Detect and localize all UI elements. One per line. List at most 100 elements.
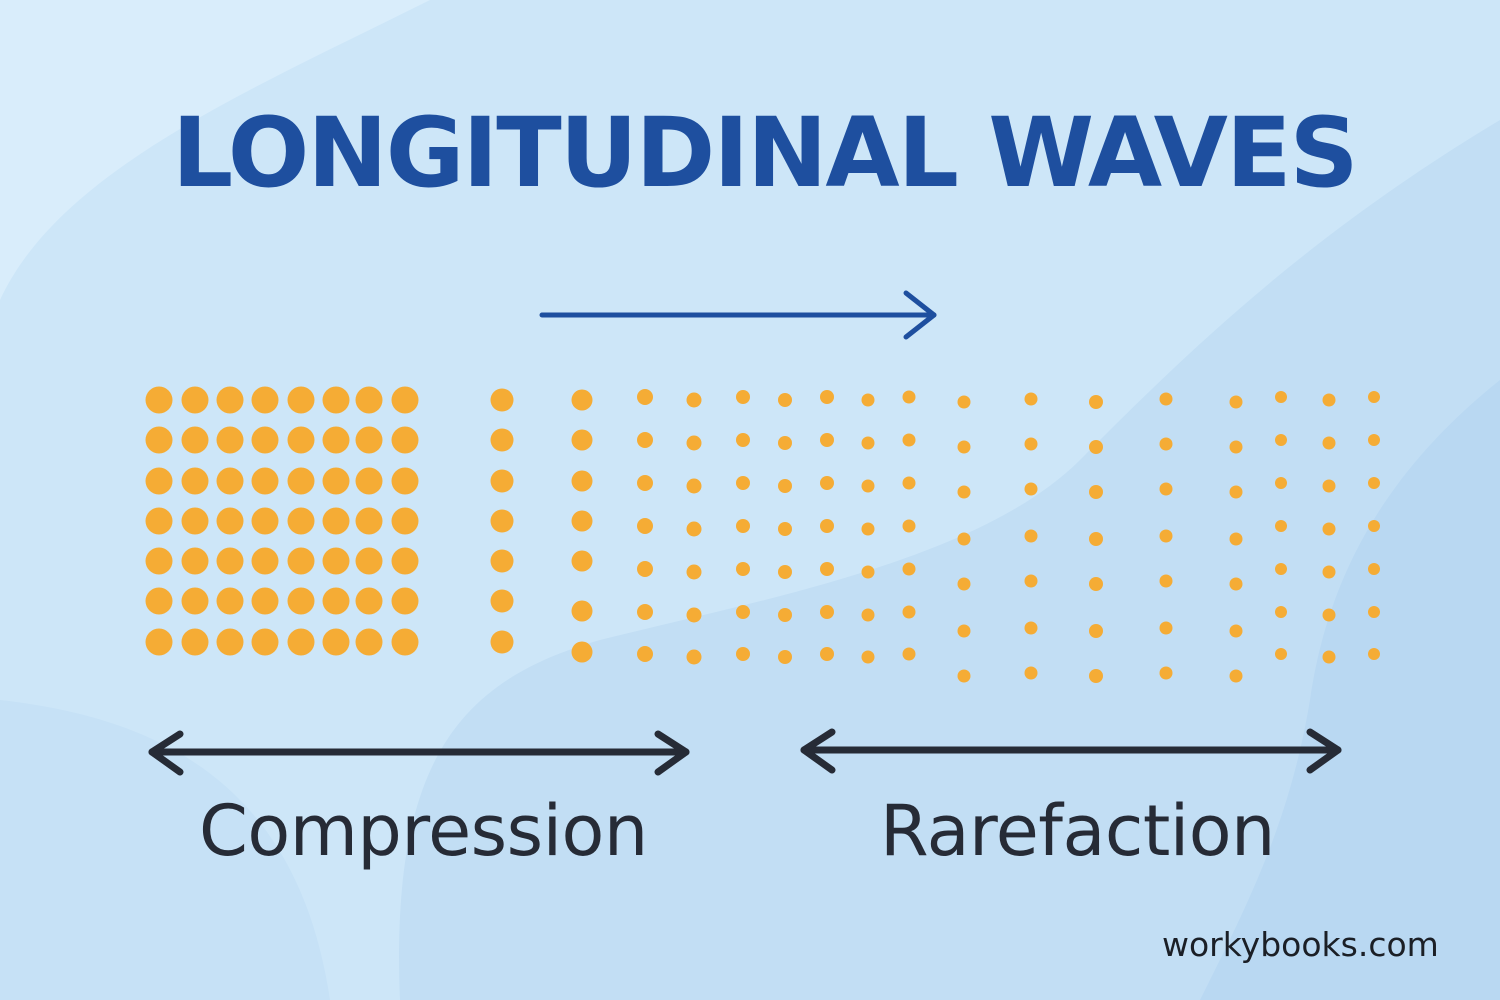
particle-dot (391, 467, 419, 495)
particle-dot (355, 507, 383, 535)
particle-dot (686, 564, 702, 580)
particle-dot (1229, 532, 1243, 546)
particle-dot (1024, 392, 1038, 406)
particle-dot (571, 641, 593, 663)
particle-dot (1322, 522, 1336, 536)
particle-dot (490, 549, 514, 573)
particle-dot (957, 485, 971, 499)
particle-dot (571, 550, 593, 572)
particle-dot (1089, 624, 1103, 638)
particle-dot (861, 522, 875, 536)
particle-dot (957, 624, 971, 638)
particle-dot (1368, 563, 1380, 575)
particle-dot (736, 562, 750, 576)
particle-dot (391, 547, 419, 575)
background-wave-corner (1200, 380, 1500, 1000)
particle-dot (736, 433, 750, 447)
particle-dot (1159, 621, 1173, 635)
particle-dot (391, 507, 419, 535)
particle-dot (736, 647, 750, 661)
particle-dot (355, 386, 383, 414)
particle-dot (322, 426, 350, 454)
particle-dot (145, 587, 173, 615)
particle-dot (287, 587, 315, 615)
particle-dot (1024, 666, 1038, 680)
particle-dot (1159, 482, 1173, 496)
particle-dot (637, 432, 653, 448)
particle-dot (1275, 563, 1287, 575)
background-wave-low (0, 700, 330, 1000)
particle-dot (902, 605, 916, 619)
particle-dot (1024, 529, 1038, 543)
particle-dot (251, 628, 279, 656)
particle-dot (1024, 621, 1038, 635)
particle-dot (1275, 606, 1287, 618)
particle-dot (1159, 437, 1173, 451)
particle-field (145, 386, 1380, 683)
particle-dot (1368, 477, 1380, 489)
particle-dot (145, 628, 173, 656)
particle-dot (571, 510, 593, 532)
particle-dot (1089, 669, 1103, 683)
particle-dot (355, 587, 383, 615)
particle-dot (355, 547, 383, 575)
particle-dot (1322, 608, 1336, 622)
particle-dot (391, 386, 419, 414)
particle-dot (322, 467, 350, 495)
particle-dot (820, 476, 834, 490)
particle-dot (1024, 574, 1038, 588)
compression-label: Compression (199, 790, 648, 872)
particle-dot (686, 435, 702, 451)
particle-dot (322, 547, 350, 575)
particle-dot (820, 519, 834, 533)
particle-dot (571, 429, 593, 451)
particle-dot (490, 509, 514, 533)
particle-dot (637, 604, 653, 620)
particle-dot (820, 390, 834, 404)
particle-dot (902, 519, 916, 533)
background-wave-light (0, 0, 430, 300)
compression-span-arrow-icon (148, 730, 690, 776)
particle-dot (902, 476, 916, 490)
particle-dot (1322, 565, 1336, 579)
particle-dot (145, 547, 173, 575)
particle-dot (1229, 577, 1243, 591)
particle-dot (391, 426, 419, 454)
particle-dot (1159, 574, 1173, 588)
particle-dot (1322, 436, 1336, 450)
particle-dot (355, 628, 383, 656)
particle-dot (1368, 434, 1380, 446)
particle-dot (1089, 395, 1103, 409)
particle-dot (571, 389, 593, 411)
particle-dot (902, 647, 916, 661)
particle-dot (216, 587, 244, 615)
particle-dot (181, 587, 209, 615)
particle-dot (861, 608, 875, 622)
particle-dot (1275, 520, 1287, 532)
particle-dot (902, 562, 916, 576)
particle-dot (1089, 485, 1103, 499)
particle-dot (957, 669, 971, 683)
particle-dot (861, 436, 875, 450)
particle-dot (1229, 624, 1243, 638)
particle-dot (686, 607, 702, 623)
particle-dot (216, 628, 244, 656)
particle-dot (637, 646, 653, 662)
particle-dot (490, 630, 514, 654)
rarefaction-label: Rarefaction (880, 790, 1275, 872)
particle-dot (1159, 666, 1173, 680)
particle-dot (686, 521, 702, 537)
particle-dot (1229, 485, 1243, 499)
particle-dot (1089, 440, 1103, 454)
particle-dot (391, 587, 419, 615)
particle-dot (1229, 669, 1243, 683)
particle-dot (1322, 393, 1336, 407)
particle-dot (1275, 434, 1287, 446)
particle-dot (686, 649, 702, 665)
particle-dot (1368, 648, 1380, 660)
particle-dot (1159, 529, 1173, 543)
particle-dot (181, 628, 209, 656)
particle-dot (736, 605, 750, 619)
particle-dot (571, 600, 593, 622)
